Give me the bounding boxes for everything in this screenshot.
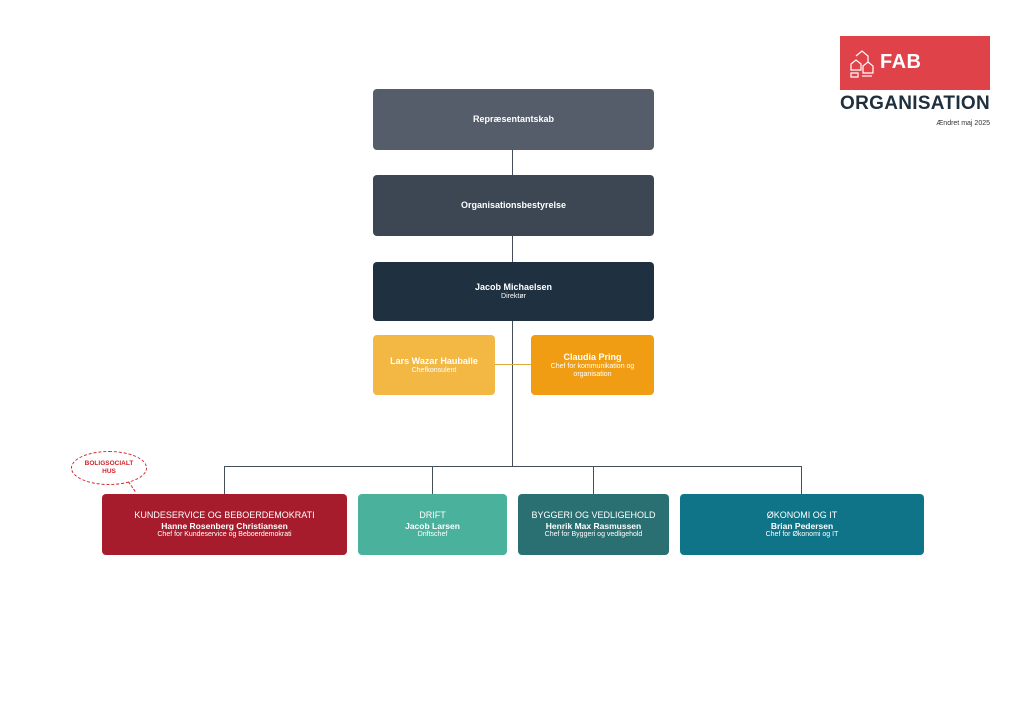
dept-box-oekonomi: ØKONOMI OG IT Brian Pedersen Chef for Øk… xyxy=(680,494,924,555)
representantskab-box: Repræsentantskab xyxy=(373,89,654,150)
connector-dept-4 xyxy=(801,466,802,494)
page-title: ORGANISATION xyxy=(840,93,990,114)
dept-box-kundeservice: KUNDESERVICE OG BEBOERDEMOKRATI Hanne Ro… xyxy=(102,494,347,555)
connector-dept-2 xyxy=(432,466,433,494)
staff-name: Claudia Pring xyxy=(563,351,622,362)
connector-dept-1 xyxy=(224,466,225,494)
connector-main-trunk xyxy=(512,321,513,467)
dept-head-role: Chef for Økonomi og IT xyxy=(765,531,839,538)
connector-dept-3 xyxy=(593,466,594,494)
dept-head-name: Hanne Rosenberg Christiansen xyxy=(161,521,288,531)
dept-box-drift: DRIFT Jacob Larsen Driftschef xyxy=(358,494,507,555)
note-text: BOLIGSOCIALT HUS xyxy=(84,460,134,475)
fab-logo-mark-icon xyxy=(850,50,874,78)
staff-role: Chefkonsulent xyxy=(411,366,457,374)
bestyrelse-box: Organisationsbestyrelse xyxy=(373,175,654,236)
director-name: Jacob Michaelsen xyxy=(474,282,553,292)
dept-head-name: Brian Pedersen xyxy=(770,521,834,531)
bestyrelse-label: Organisationsbestyrelse xyxy=(460,200,567,210)
staff-box-kommunikation: Claudia Pring Chef for kommunikation og … xyxy=(531,335,654,395)
dept-title: ØKONOMI OG IT xyxy=(766,510,838,520)
director-box: Jacob Michaelsen Direktør xyxy=(373,262,654,321)
director-role: Direktør xyxy=(501,293,526,300)
dept-head-name: Jacob Larsen xyxy=(405,521,460,531)
note-connector xyxy=(128,480,137,492)
dept-head-role: Chef for Byggeri og vedligehold xyxy=(544,531,643,538)
connector-staff xyxy=(494,364,531,365)
logo-text: FAB xyxy=(880,51,922,73)
staff-role: Chef for kommunikation og organisation xyxy=(550,362,635,378)
staff-name: Lars Wazar Hauballe xyxy=(390,355,478,366)
dept-box-byggeri: BYGGERI OG VEDLIGEHOLD Henrik Max Rasmus… xyxy=(518,494,669,555)
dept-title: KUNDESERVICE OG BEBOERDEMOKRATI xyxy=(134,510,315,520)
dept-title: BYGGERI OG VEDLIGEHOLD xyxy=(531,510,656,520)
changed-date: Ændret maj 2025 xyxy=(936,120,990,127)
staff-box-chefkonsulent: Lars Wazar Hauballe Chefkonsulent xyxy=(373,335,495,395)
dept-title: DRIFT xyxy=(419,510,446,520)
connector-horizontal xyxy=(224,466,802,467)
dept-head-name: Henrik Max Rasmussen xyxy=(545,521,642,531)
dept-head-role: Chef for Kundeservice og Beboerdemokrati xyxy=(157,531,292,538)
dept-head-role: Driftschef xyxy=(417,531,448,538)
boligsocialt-hus-note: BOLIGSOCIALT HUS xyxy=(71,451,147,485)
representantskab-label: Repræsentantskab xyxy=(472,114,555,124)
fab-logo xyxy=(840,36,990,90)
